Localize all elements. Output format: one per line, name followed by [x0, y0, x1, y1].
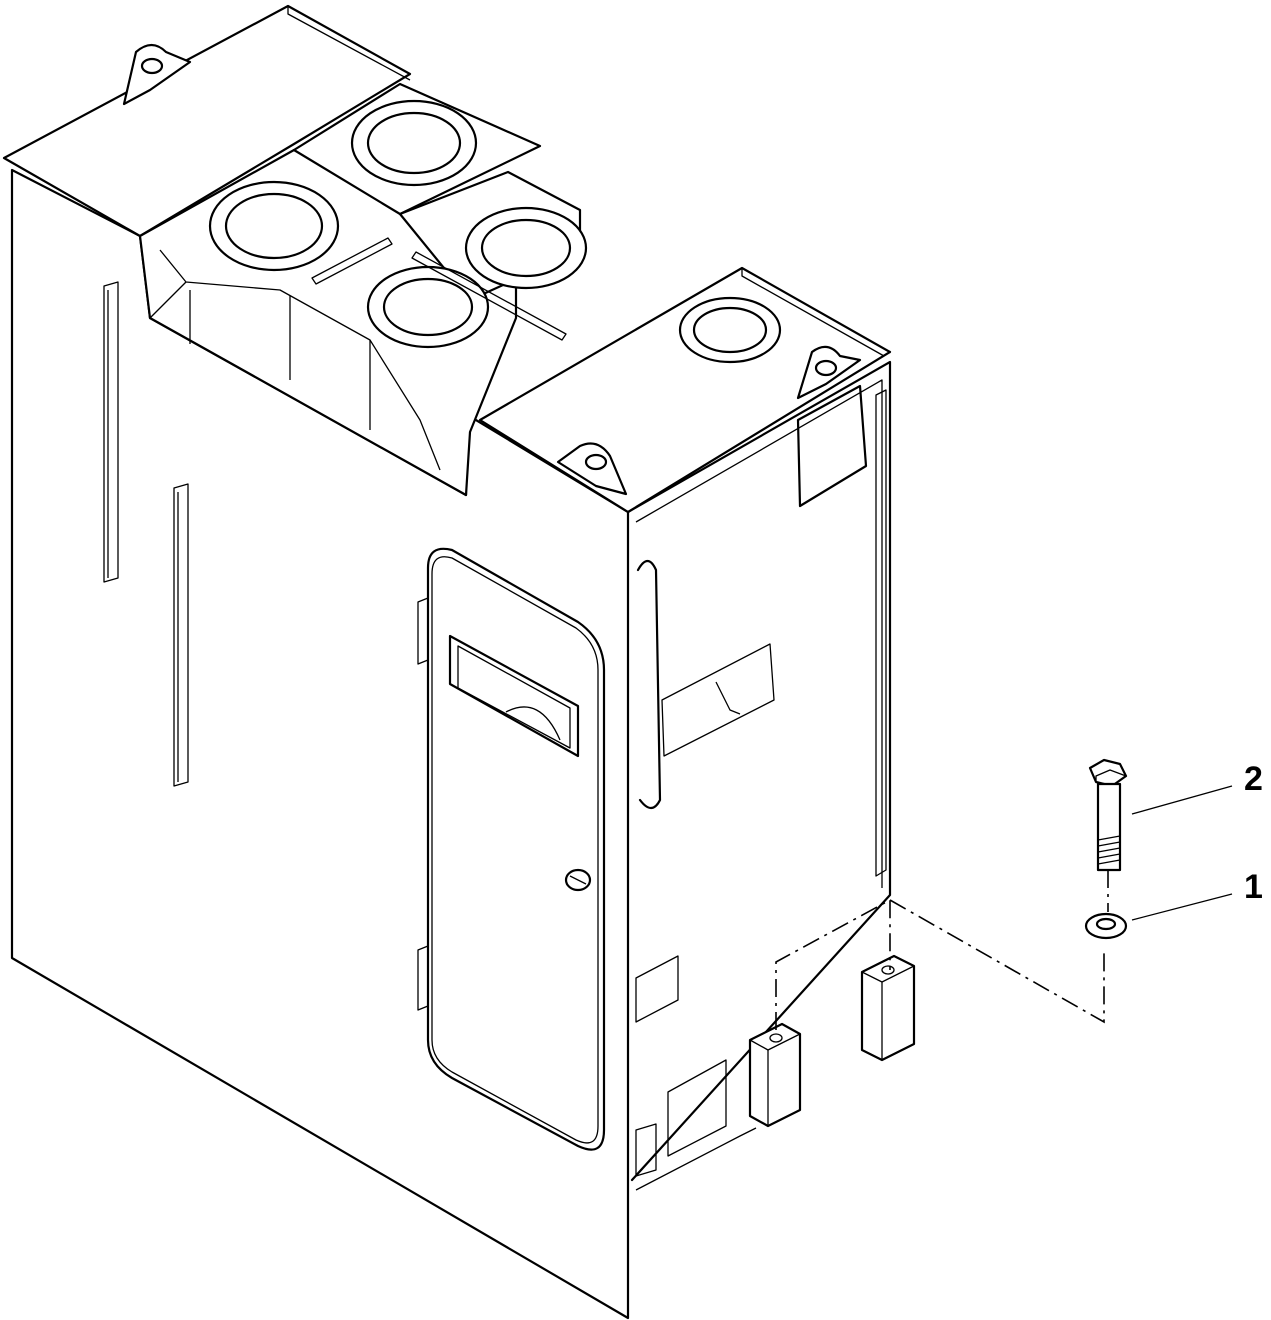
grab-handle-icon — [636, 559, 662, 810]
side-rails — [103, 281, 189, 787]
top-cover-left — [2, 4, 412, 238]
foot-block-icon — [748, 1022, 802, 1128]
foot-block-icon — [860, 954, 916, 1062]
lifting-lugs — [122, 43, 862, 496]
flange-ring-icon — [366, 265, 490, 349]
flange-ring-icon — [350, 99, 478, 187]
callout-2: 2 — [1131, 760, 1263, 815]
mounting-feet — [748, 954, 916, 1128]
flange-ring-icon — [678, 296, 782, 364]
lifting-lug-icon — [796, 345, 862, 400]
lifting-lug-icon — [556, 442, 628, 496]
top-cover-right — [478, 266, 892, 514]
flange-ring-icon — [464, 206, 588, 290]
door-latch-icon — [564, 868, 592, 892]
washer-icon — [1084, 912, 1128, 940]
right-side-details — [635, 384, 868, 1191]
flange-openings — [208, 99, 782, 364]
callout-1: 1 — [1131, 868, 1263, 921]
callout-number-2: 2 — [1244, 760, 1263, 798]
lifting-lug-icon — [122, 43, 192, 106]
bolt-icon — [1088, 758, 1128, 912]
access-door — [417, 547, 606, 1151]
callout-number-1: 1 — [1244, 868, 1263, 906]
flange-ring-icon — [208, 180, 340, 272]
assembly-centerlines — [775, 898, 1105, 1030]
